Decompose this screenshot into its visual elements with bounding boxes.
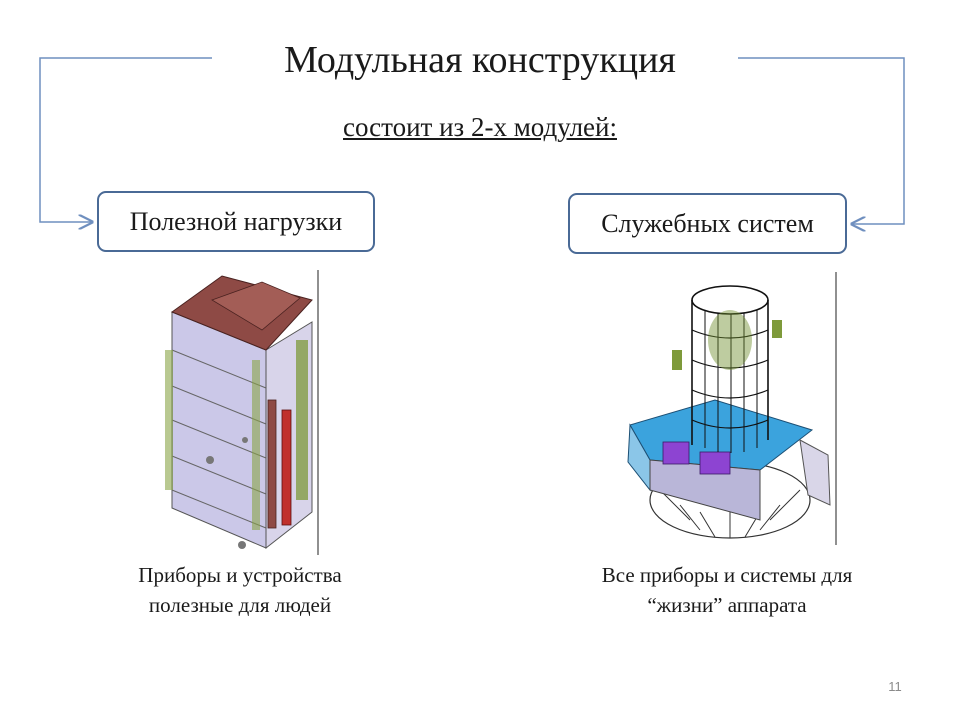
connector-arrow-left [39,57,212,222]
service-module-label: Служебных систем [601,208,814,238]
slide-title: Модульная конструкция [284,39,676,81]
slide-subtitle: состоит из 2-х модулей: [343,112,617,142]
payload-module-caption: Приборы и устройства полезные для людей [102,560,378,620]
connector-arrow-right [738,57,905,224]
payload-caption-line-1: Приборы и устройства [138,563,342,587]
page-number: 11 [888,679,902,694]
payload-module-label: Полезной нагрузки [129,206,343,236]
service-module-box: Служебных систем [568,193,847,254]
service-caption-line-1: Все приборы и системы для [601,563,853,587]
payload-module-box: Полезной нагрузки [97,191,375,252]
service-caption-line-2: “жизни” аппарата [647,593,807,617]
service-module-caption: Все приборы и системы для “жизни” аппара… [560,560,894,620]
payload-caption-line-2: полезные для людей [148,593,332,617]
